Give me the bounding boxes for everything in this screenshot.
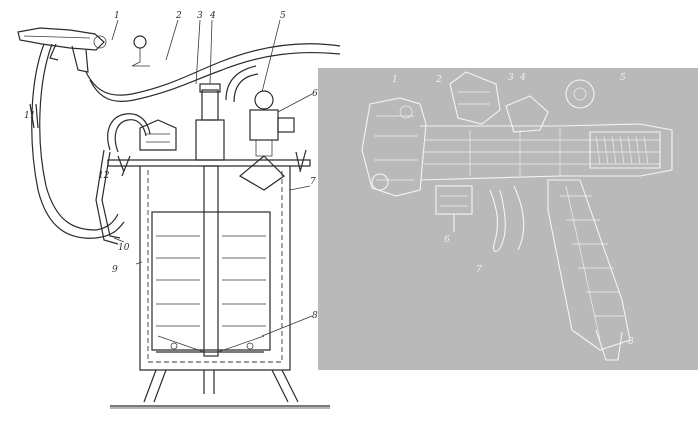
gun-lower-block xyxy=(435,185,473,232)
right-label-7: 7 xyxy=(476,265,482,275)
left-label-5: 5 xyxy=(280,11,286,21)
right-label-5: 5 xyxy=(620,73,626,83)
left-label-1: 1 xyxy=(114,11,120,21)
gun-trigger xyxy=(489,185,525,253)
spray-gun-section-panel: 1 2 3 4 5 6 7 8 xyxy=(318,68,698,370)
left-label-2: 2 xyxy=(175,11,182,21)
left-label-8: 8 xyxy=(312,311,318,321)
gun-nozzle xyxy=(361,97,427,197)
left-label-9: 9 xyxy=(112,265,118,275)
right-label-6: 6 xyxy=(444,235,450,245)
right-label-4: 4 xyxy=(519,73,526,83)
pressure-tank-drawing: 1 2 3 4 5 6 7 8 9 10 11 12 xyxy=(17,11,341,409)
hoses xyxy=(31,43,341,245)
gun-handle xyxy=(547,179,631,361)
right-label-1: 1 xyxy=(392,75,398,85)
tank-body xyxy=(139,165,291,371)
right-label-8: 8 xyxy=(628,337,634,347)
tank-legs xyxy=(110,369,330,409)
tank-lid xyxy=(107,83,311,177)
left-label-3: 3 xyxy=(197,11,203,21)
regulator xyxy=(131,35,295,191)
left-label-7: 7 xyxy=(310,177,316,187)
left-label-12: 12 xyxy=(98,171,110,181)
left-label-10: 10 xyxy=(118,243,130,253)
right-label-3: 3 xyxy=(508,73,514,83)
side-handle xyxy=(29,103,39,129)
leader-lines xyxy=(111,19,313,337)
gun-body xyxy=(419,123,673,181)
spray-gun-small xyxy=(17,27,107,73)
left-label-4: 4 xyxy=(209,11,216,21)
right-label-2: 2 xyxy=(435,75,442,85)
left-label-6: 6 xyxy=(312,89,318,99)
gun-top-fittings xyxy=(449,71,595,133)
left-label-11: 11 xyxy=(24,111,35,121)
panel-background xyxy=(318,68,698,370)
